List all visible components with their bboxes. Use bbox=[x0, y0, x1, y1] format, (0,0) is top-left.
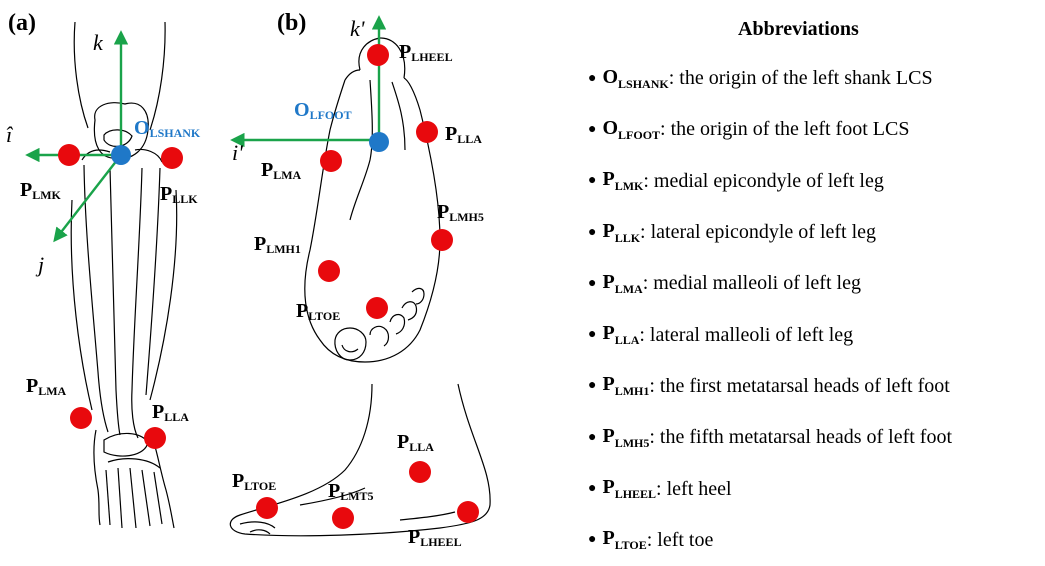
list-item: ●PLMA: medial malleoli of left leg bbox=[588, 258, 1038, 309]
axis-kprime-label: k' bbox=[350, 16, 365, 41]
label-lheel-side: PLHEEL bbox=[408, 526, 462, 549]
abbreviations-panel: Abbreviations ●OLSHANK: the origin of th… bbox=[588, 18, 1038, 566]
origin-shank-label: OLSHANK bbox=[134, 117, 201, 140]
label-lma-top: PLMA bbox=[261, 159, 302, 182]
marker-lla-top bbox=[416, 121, 438, 143]
marker-lmh5 bbox=[431, 229, 453, 251]
panel-b-label: (b) bbox=[277, 10, 306, 36]
label-lmk: PLMK bbox=[20, 179, 62, 202]
marker-ltoe-top bbox=[366, 297, 388, 319]
label-ltoe-side: PLTOE bbox=[232, 470, 276, 493]
origin-foot-marker bbox=[369, 132, 389, 152]
list-item: ●PLMH1: the first metatarsal heads of le… bbox=[588, 361, 1038, 412]
marker-lmt5 bbox=[332, 507, 354, 529]
axis-k-label: k bbox=[93, 30, 104, 55]
marker-lmk bbox=[58, 144, 80, 166]
marker-llk bbox=[161, 147, 183, 169]
origin-shank-marker bbox=[111, 145, 131, 165]
list-item: ●PLLA : lateral malleoli of left leg bbox=[588, 309, 1038, 360]
label-lla-a: PLLA bbox=[152, 401, 189, 424]
origin-foot-label: OLFOOT bbox=[294, 99, 352, 122]
abbreviations-list: ●OLSHANK: the origin of the left shank L… bbox=[588, 53, 1038, 566]
list-item: ●OLSHANK: the origin of the left shank L… bbox=[588, 53, 1038, 104]
list-item: ●OLFOOT: the origin of the left foot LCS bbox=[588, 104, 1038, 155]
marker-lla-side bbox=[409, 461, 431, 483]
axis-i-label: î bbox=[6, 122, 14, 147]
axis-iprime-label: i' bbox=[232, 140, 243, 165]
label-lmh5: PLMH5 bbox=[437, 201, 484, 224]
abbreviations-title: Abbreviations bbox=[738, 18, 1038, 41]
label-lmh1: PLMH1 bbox=[254, 233, 301, 256]
list-item: ●PLLK : lateral epicondyle of left leg bbox=[588, 207, 1038, 258]
label-ltoe-top: PLTOE bbox=[296, 300, 340, 323]
list-item: ●PLMK: medial epicondyle of left leg bbox=[588, 156, 1038, 207]
label-lmt5: PLMT5 bbox=[328, 480, 374, 503]
marker-lla-a bbox=[144, 427, 166, 449]
marker-ltoe-side bbox=[256, 497, 278, 519]
label-llk: PLLK bbox=[160, 183, 198, 206]
marker-lma-top bbox=[320, 150, 342, 172]
label-lheel-top: PLHEEL bbox=[399, 41, 453, 64]
label-lla-side: PLLA bbox=[397, 431, 434, 454]
label-lla-top: PLLA bbox=[445, 123, 482, 146]
marker-lheel-side bbox=[457, 501, 479, 523]
marker-lheel-top bbox=[367, 44, 389, 66]
label-lma-a: PLMA bbox=[26, 375, 67, 398]
marker-lma-a bbox=[70, 407, 92, 429]
leg-drawing bbox=[71, 22, 176, 528]
panel-a-label: (a) bbox=[8, 10, 36, 36]
list-item: ●PLHEEL: left heel bbox=[588, 463, 1038, 514]
axis-j-label: j bbox=[35, 252, 44, 277]
list-item: ●PLTOE: left toe bbox=[588, 515, 1038, 566]
list-item: ●PLMH5: the fifth metatarsal heads of le… bbox=[588, 412, 1038, 463]
marker-lmh1 bbox=[318, 260, 340, 282]
